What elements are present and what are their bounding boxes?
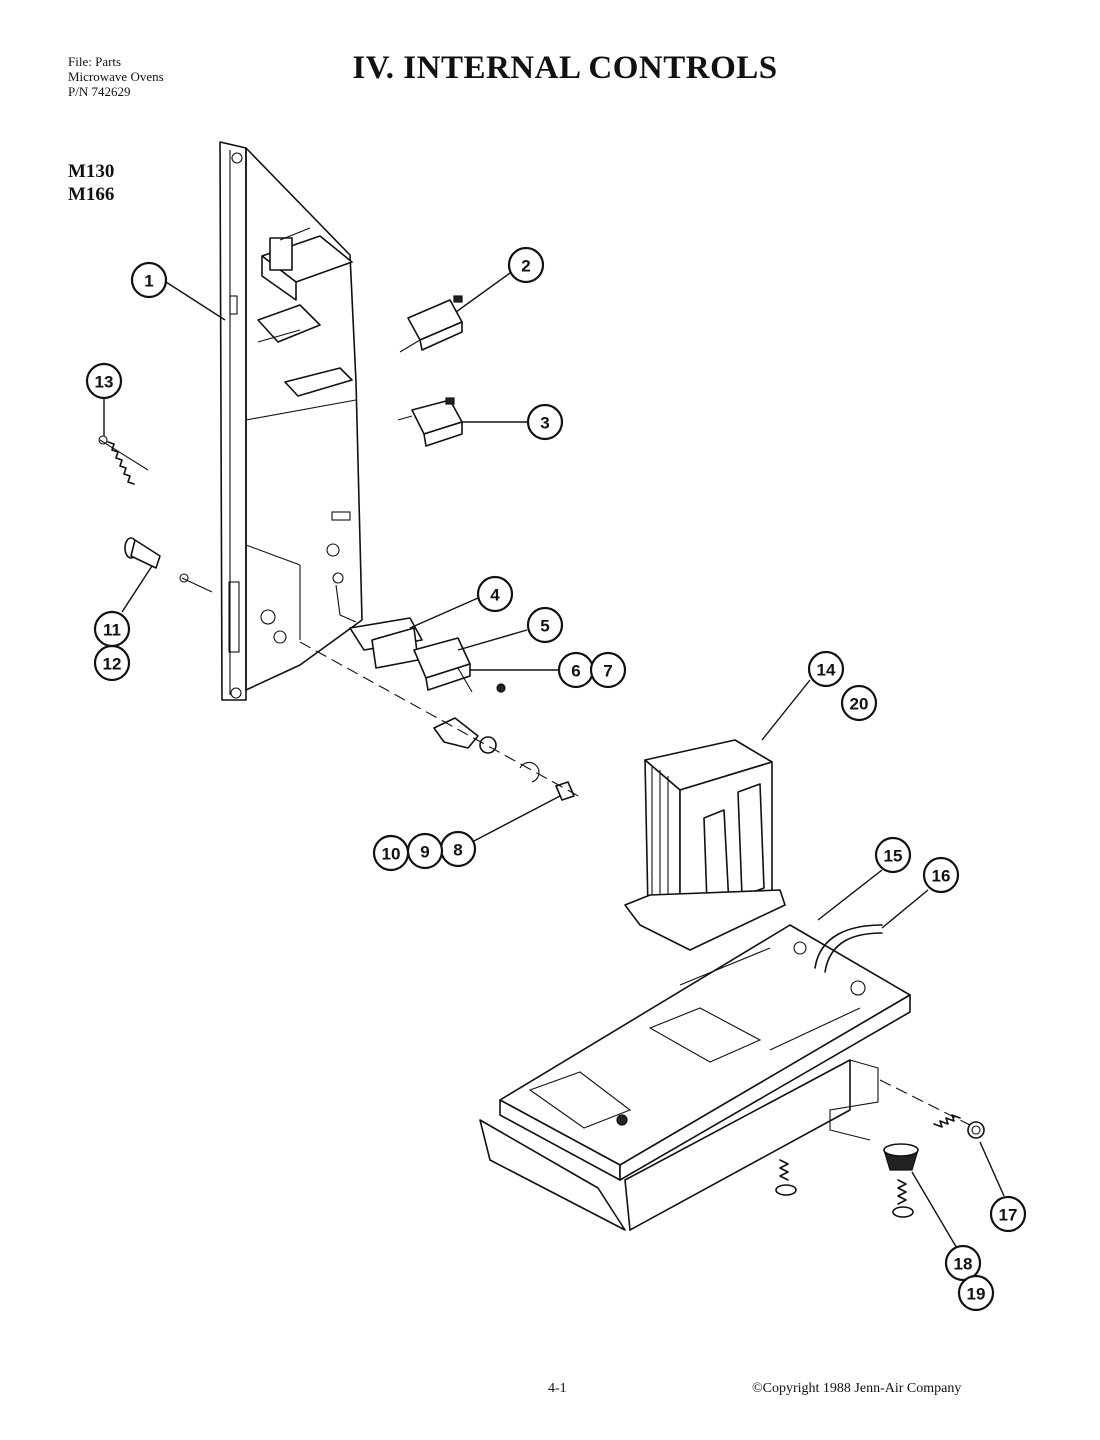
callout-1: 1	[130, 261, 168, 299]
file-info-line: Microwave Ovens	[68, 69, 164, 84]
callout-2: 2	[507, 246, 545, 284]
micro-switch-2	[399, 295, 463, 353]
copyright-notice: ©Copyright 1988 Jenn-Air Company	[752, 1381, 962, 1396]
callout-17: 17	[989, 1195, 1027, 1233]
callout-number: 14	[817, 661, 836, 680]
page-title: IV. INTERNAL CONTROLS	[352, 50, 778, 86]
callout-number: 13	[95, 373, 114, 392]
pin-11-12	[124, 537, 213, 593]
callout-number: 4	[490, 586, 500, 605]
callout-9: 9	[406, 832, 444, 870]
control-panel-bracket	[219, 141, 363, 701]
model-number: M130	[68, 161, 115, 182]
page-number: 4-1	[548, 1381, 567, 1396]
callout-8: 8	[439, 830, 477, 868]
door-switch-assembly	[299, 617, 583, 801]
transformer	[624, 739, 786, 951]
callout-number: 12	[103, 655, 122, 674]
screws-and-foot	[775, 1114, 985, 1218]
leader-lines	[103, 272, 1005, 1251]
callout-18: 18	[944, 1244, 982, 1282]
callout-6: 6	[557, 651, 595, 689]
callout-16: 16	[922, 856, 960, 894]
callout-11: 11	[93, 610, 131, 648]
callout-number: 16	[932, 867, 951, 886]
callout-number: 17	[999, 1206, 1018, 1225]
callout-number: 1	[144, 272, 153, 291]
callout-number: 15	[884, 847, 903, 866]
callout-12: 12	[93, 644, 131, 682]
callout-20: 20	[840, 684, 878, 722]
file-info: File: Parts Microwave Ovens P/N 742629	[68, 54, 164, 99]
callout-number: 18	[954, 1255, 973, 1274]
callout-15: 15	[874, 836, 912, 874]
callout-number: 10	[382, 845, 401, 864]
callout-7: 7	[589, 651, 627, 689]
callout-13: 13	[85, 362, 123, 400]
callout-4: 4	[476, 575, 514, 613]
callout-number: 2	[521, 257, 530, 276]
callout-number: 9	[420, 843, 429, 862]
callout-10: 10	[372, 834, 410, 872]
callout-number: 7	[603, 662, 612, 681]
callout-number: 8	[453, 841, 462, 860]
file-info-line: P/N 742629	[68, 84, 131, 99]
callout-5: 5	[526, 606, 564, 644]
callout-number: 5	[540, 617, 549, 636]
model-list: M130 M166	[68, 160, 114, 206]
callout-number: 19	[967, 1285, 986, 1304]
callout-14: 14	[807, 650, 845, 688]
model-number: M166	[68, 184, 115, 205]
callout-number: 20	[850, 695, 869, 714]
callout-number: 6	[571, 662, 580, 681]
callout-3: 3	[526, 403, 564, 441]
micro-switch-3	[397, 397, 463, 447]
base-plate	[479, 924, 971, 1231]
callout-number: 11	[103, 621, 121, 640]
spring-13	[98, 435, 149, 485]
file-info-line: File: Parts	[68, 54, 122, 69]
callout-19: 19	[957, 1274, 995, 1312]
callout-number: 3	[540, 414, 549, 433]
